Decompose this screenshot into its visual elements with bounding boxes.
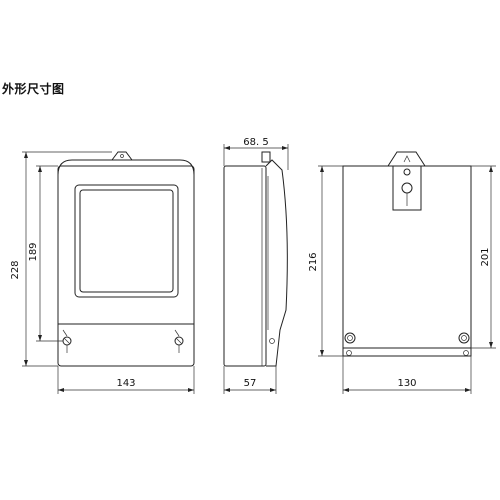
side-base-outline — [223, 165, 267, 367]
dim-back-216-label: 216 — [308, 252, 319, 271]
dim-back-201-label: 201 — [480, 247, 491, 266]
front-screw-right — [174, 329, 184, 353]
drawing-title: 外形尺寸图 — [2, 82, 65, 96]
dim-back-216 — [318, 165, 343, 357]
dim-side-57-label: 57 — [244, 378, 257, 389]
dim-back-201 — [471, 165, 496, 349]
back-screw-right — [458, 332, 470, 356]
dim-side-57 — [223, 366, 277, 394]
dim-side-68-5-label: 68. 5 — [243, 137, 268, 148]
front-view: 228 189 143 — [10, 151, 195, 394]
back-screw-left — [344, 332, 356, 356]
dim-front-143 — [57, 366, 195, 394]
front-screw-left — [62, 329, 72, 353]
front-top-cap — [57, 159, 195, 176]
dim-front-228-label: 228 — [10, 260, 21, 279]
back-hanging-bracket — [387, 151, 426, 211]
front-hook-hole — [120, 154, 124, 158]
front-window-inner — [79, 189, 174, 293]
dim-front-143-label: 143 — [116, 378, 135, 389]
front-window-outer — [74, 184, 179, 298]
dim-side-68-5 — [223, 144, 289, 170]
side-view: 68. 5 57 — [223, 137, 289, 394]
front-body-outline — [57, 165, 195, 367]
dim-front-189-label: 189 — [28, 242, 39, 261]
front-hook — [111, 151, 133, 161]
side-hook — [261, 151, 271, 163]
dim-front-189 — [36, 165, 63, 342]
dim-front-228 — [22, 151, 112, 367]
dim-back-130 — [342, 356, 472, 394]
back-view: 216 201 130 — [308, 151, 496, 394]
side-cover-profile — [265, 159, 288, 367]
side-screw — [269, 338, 275, 344]
dim-back-130-label: 130 — [397, 378, 416, 389]
